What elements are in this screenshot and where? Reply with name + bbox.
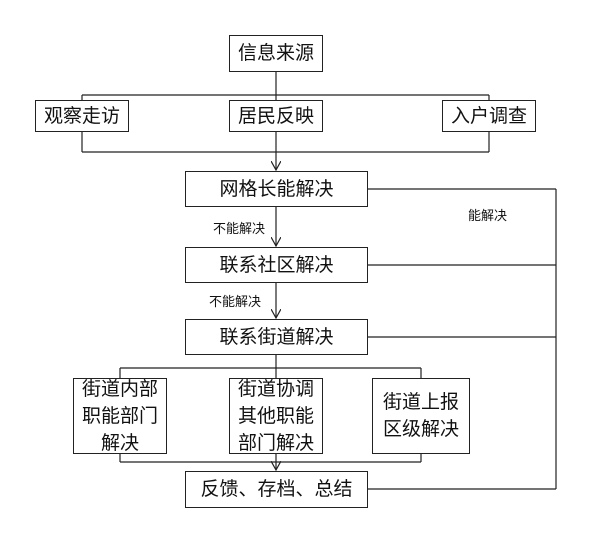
node-resident-report-label: 居民反映 [237,104,314,127]
node-community: 联系社区解决 [185,247,368,283]
node-observe-visit: 观察走访 [35,100,129,132]
label-cannot-solve-2: 不能解决 [209,295,262,310]
node-street-internal-line-2: 职能部门 [81,404,158,427]
node-info-source: 信息来源 [229,35,323,72]
node-community-label: 联系社区解决 [219,253,334,276]
node-street-label: 联系街道解决 [219,325,334,348]
node-observe-visit-label: 观察走访 [43,104,120,127]
node-street-coordinate-line-1: 街道协调 [237,377,314,400]
label-cannot-solve-1: 不能解决 [213,222,266,237]
node-grid-leader-label: 网格长能解决 [219,177,334,200]
node-feedback-label: 反馈、存档、总结 [200,478,353,500]
node-district: 街道上报 区级解决 [372,378,470,454]
node-district-line-1: 街道上报 [382,391,459,413]
node-street-coordinate-line-2: 其他职能 [237,404,314,427]
node-household-survey-label: 入户调查 [450,104,527,127]
node-info-source-label: 信息来源 [237,42,314,64]
node-street-coordinate: 街道协调 其他职能 部门解决 [229,378,323,454]
node-street-internal-line-3: 解决 [100,431,139,454]
label-can-solve: 能解决 [468,209,508,224]
node-resident-report: 居民反映 [229,100,323,132]
node-grid-leader: 网格长能解决 [185,171,368,207]
node-street-internal-line-1: 街道内部 [81,377,158,400]
node-street: 联系街道解决 [185,319,368,355]
node-street-internal: 街道内部 职能部门 解决 [73,378,167,454]
node-district-line-2: 区级解决 [382,418,459,440]
node-feedback: 反馈、存档、总结 [185,471,368,508]
node-household-survey: 入户调查 [442,100,536,132]
node-street-coordinate-line-3: 部门解决 [237,431,314,454]
